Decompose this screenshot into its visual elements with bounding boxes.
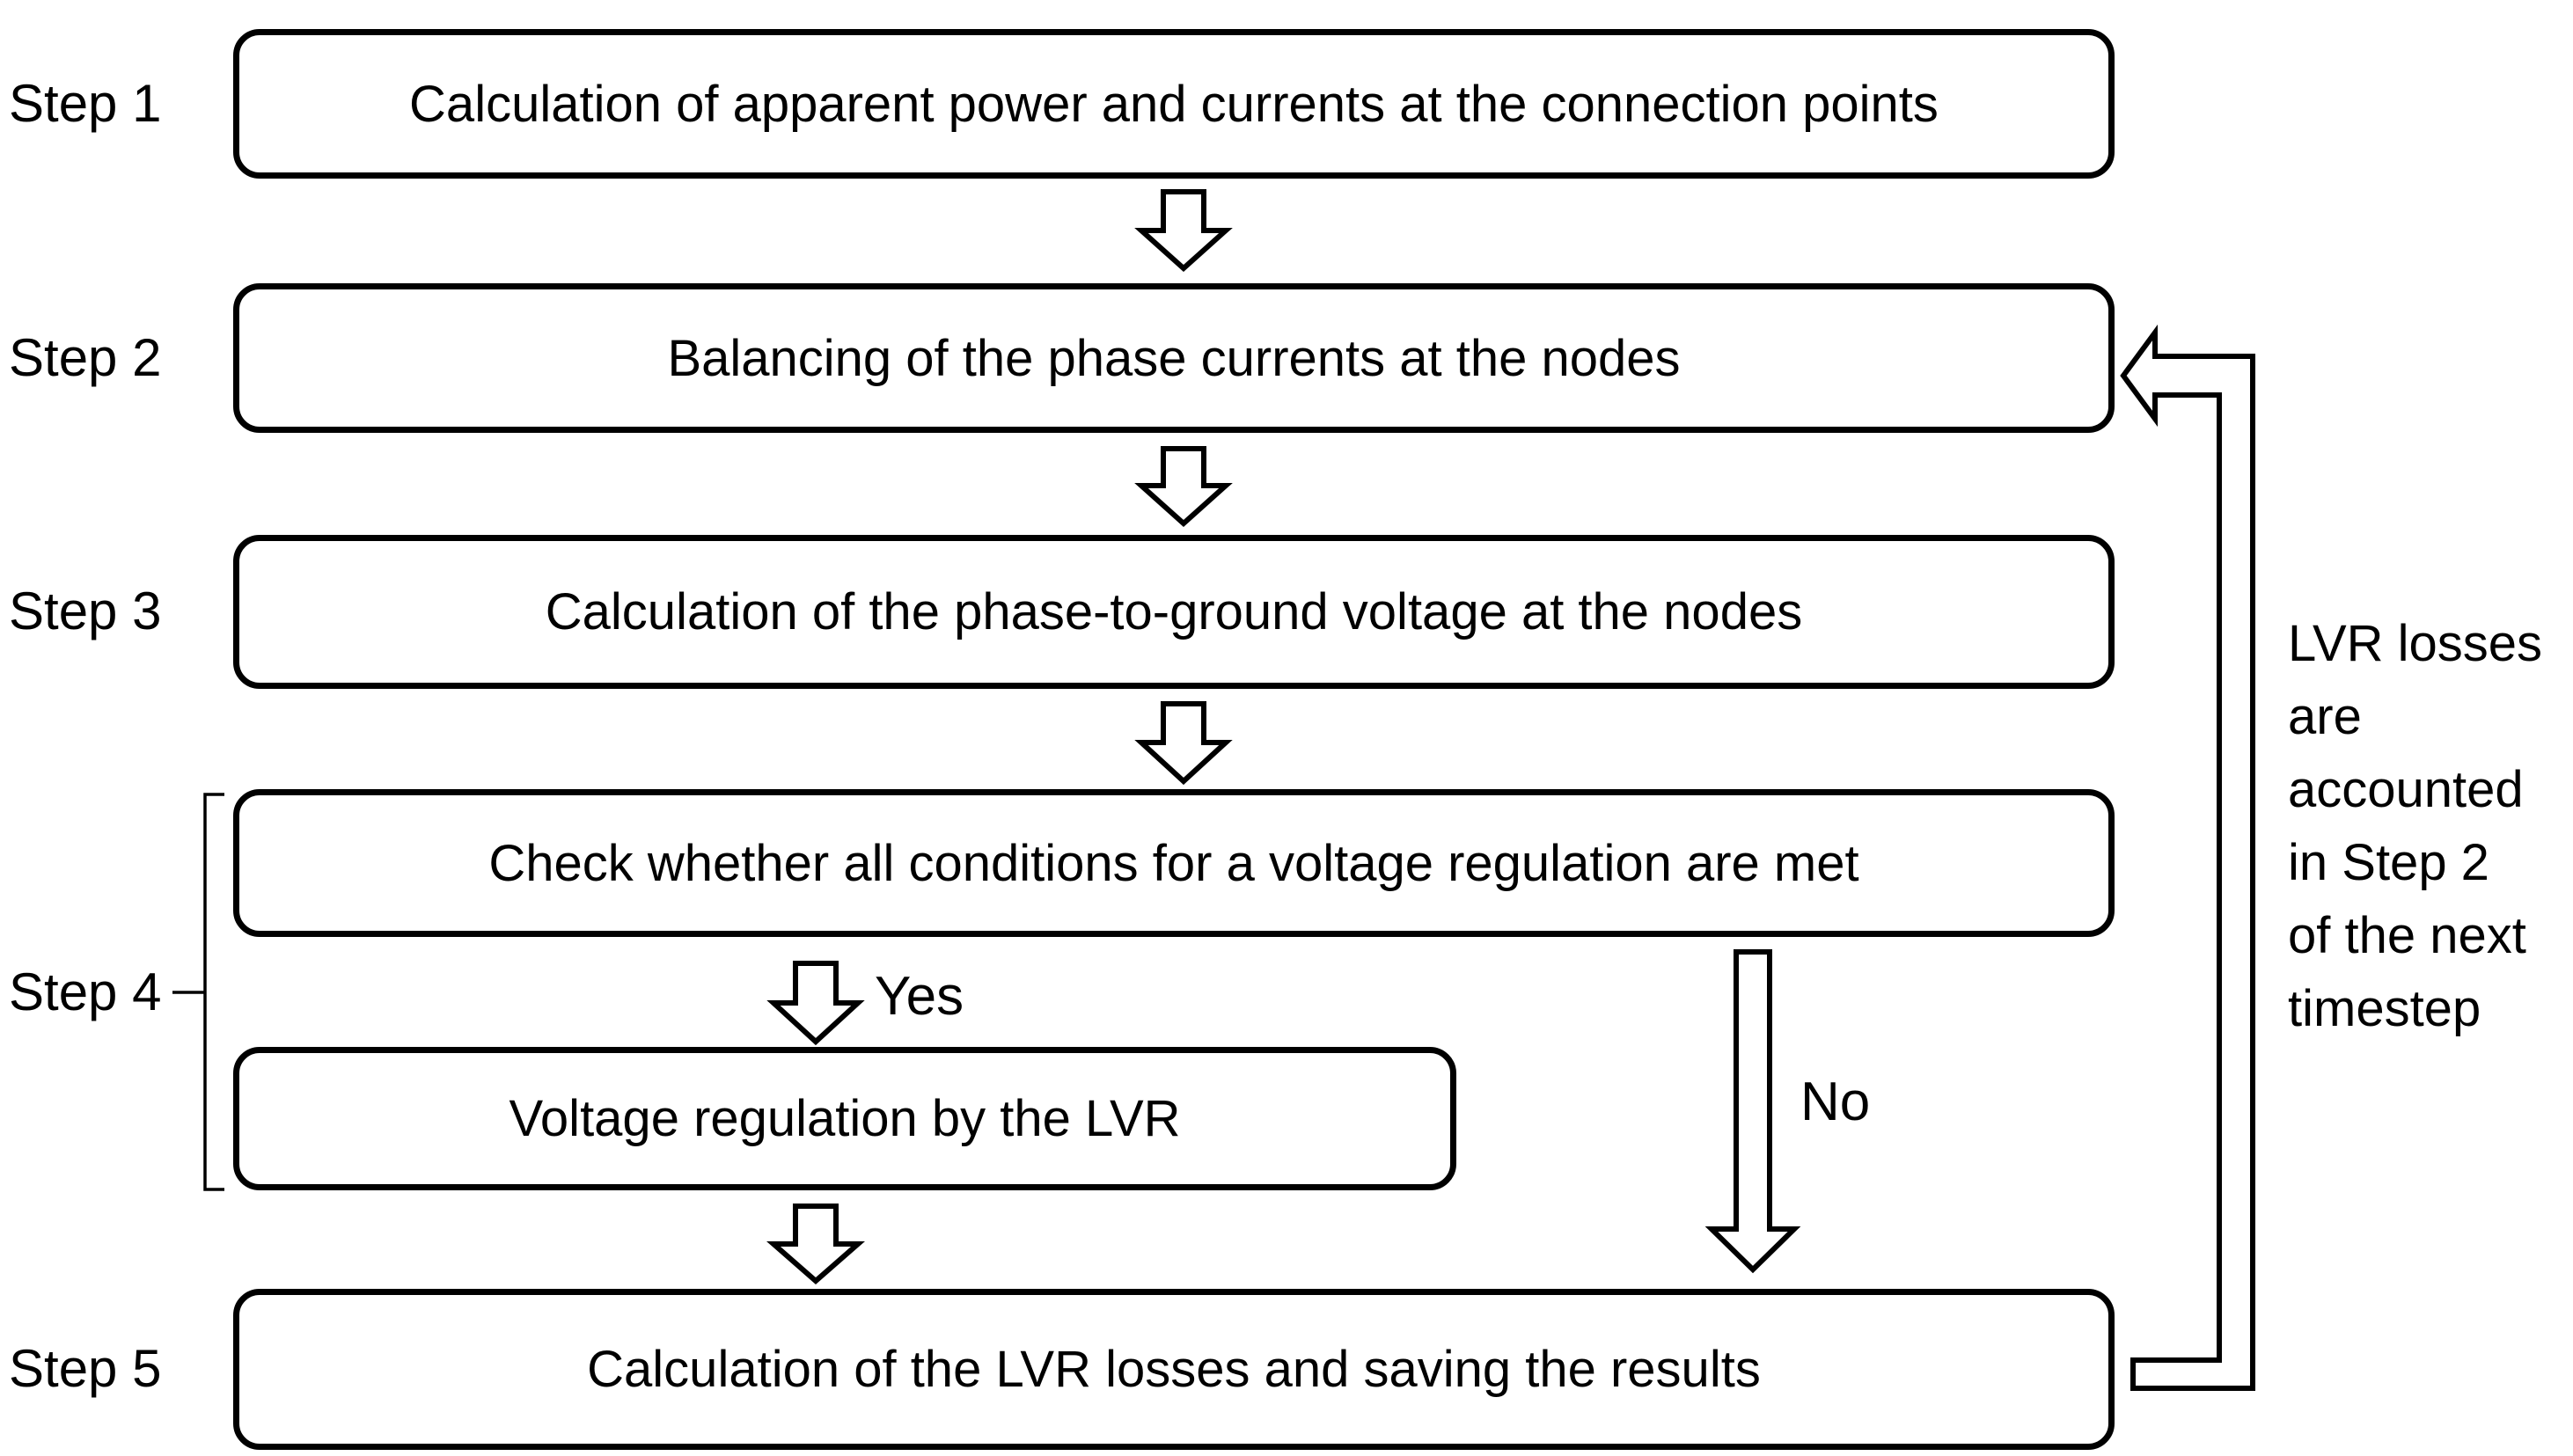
- box-step4-action-text: Voltage regulation by the LVR: [509, 1090, 1181, 1147]
- box-step5: Calculation of the LVR losses and saving…: [233, 1289, 2115, 1450]
- box-step1: Calculation of apparent power and curren…: [233, 29, 2115, 179]
- side-note-line-1: LVR losses: [2288, 615, 2543, 672]
- label-step4: Step 4: [9, 962, 162, 1021]
- label-step3: Step 3: [9, 582, 162, 640]
- box-step1-text: Calculation of apparent power and curren…: [409, 75, 1939, 133]
- down-arrow-step3-step4: [1134, 701, 1233, 786]
- side-note-line-6: timestep: [2288, 980, 2481, 1037]
- label-no: No: [1800, 1072, 1871, 1132]
- down-arrow-yes-branch: [766, 961, 865, 1046]
- box-step5-text: Calculation of the LVR losses and saving…: [587, 1341, 1761, 1398]
- box-step3-text: Calculation of the phase-to-ground volta…: [545, 583, 1803, 640]
- label-step1: Step 1: [9, 74, 162, 133]
- down-arrow-step1-step2: [1134, 189, 1233, 273]
- side-note-line-2: are: [2288, 688, 2362, 745]
- side-note-line-3: accounted: [2288, 761, 2524, 818]
- box-step3: Calculation of the phase-to-ground volta…: [233, 535, 2115, 689]
- side-note-line-5: of the next: [2288, 907, 2526, 964]
- feedback-loop-arrow: [2120, 324, 2255, 1391]
- down-arrow-step4action-step5: [766, 1204, 865, 1284]
- down-arrow-step2-step3: [1134, 446, 1233, 528]
- label-step5: Step 5: [9, 1339, 162, 1398]
- down-arrow-no-branch: [1704, 949, 1801, 1274]
- box-step4-check: Check whether all conditions for a volta…: [233, 789, 2115, 937]
- side-note: LVR losses are accounted in Step 2 of th…: [2288, 607, 2542, 1045]
- step4-bracket: [172, 793, 224, 1191]
- box-step4-check-text: Check whether all conditions for a volta…: [488, 834, 1859, 892]
- label-yes: Yes: [875, 966, 964, 1027]
- side-note-line-4: in Step 2: [2288, 834, 2489, 891]
- box-step2: Balancing of the phase currents at the n…: [233, 283, 2115, 433]
- box-step2-text: Balancing of the phase currents at the n…: [667, 329, 1681, 387]
- box-step4-action: Voltage regulation by the LVR: [233, 1047, 1456, 1190]
- label-step2: Step 2: [9, 328, 162, 387]
